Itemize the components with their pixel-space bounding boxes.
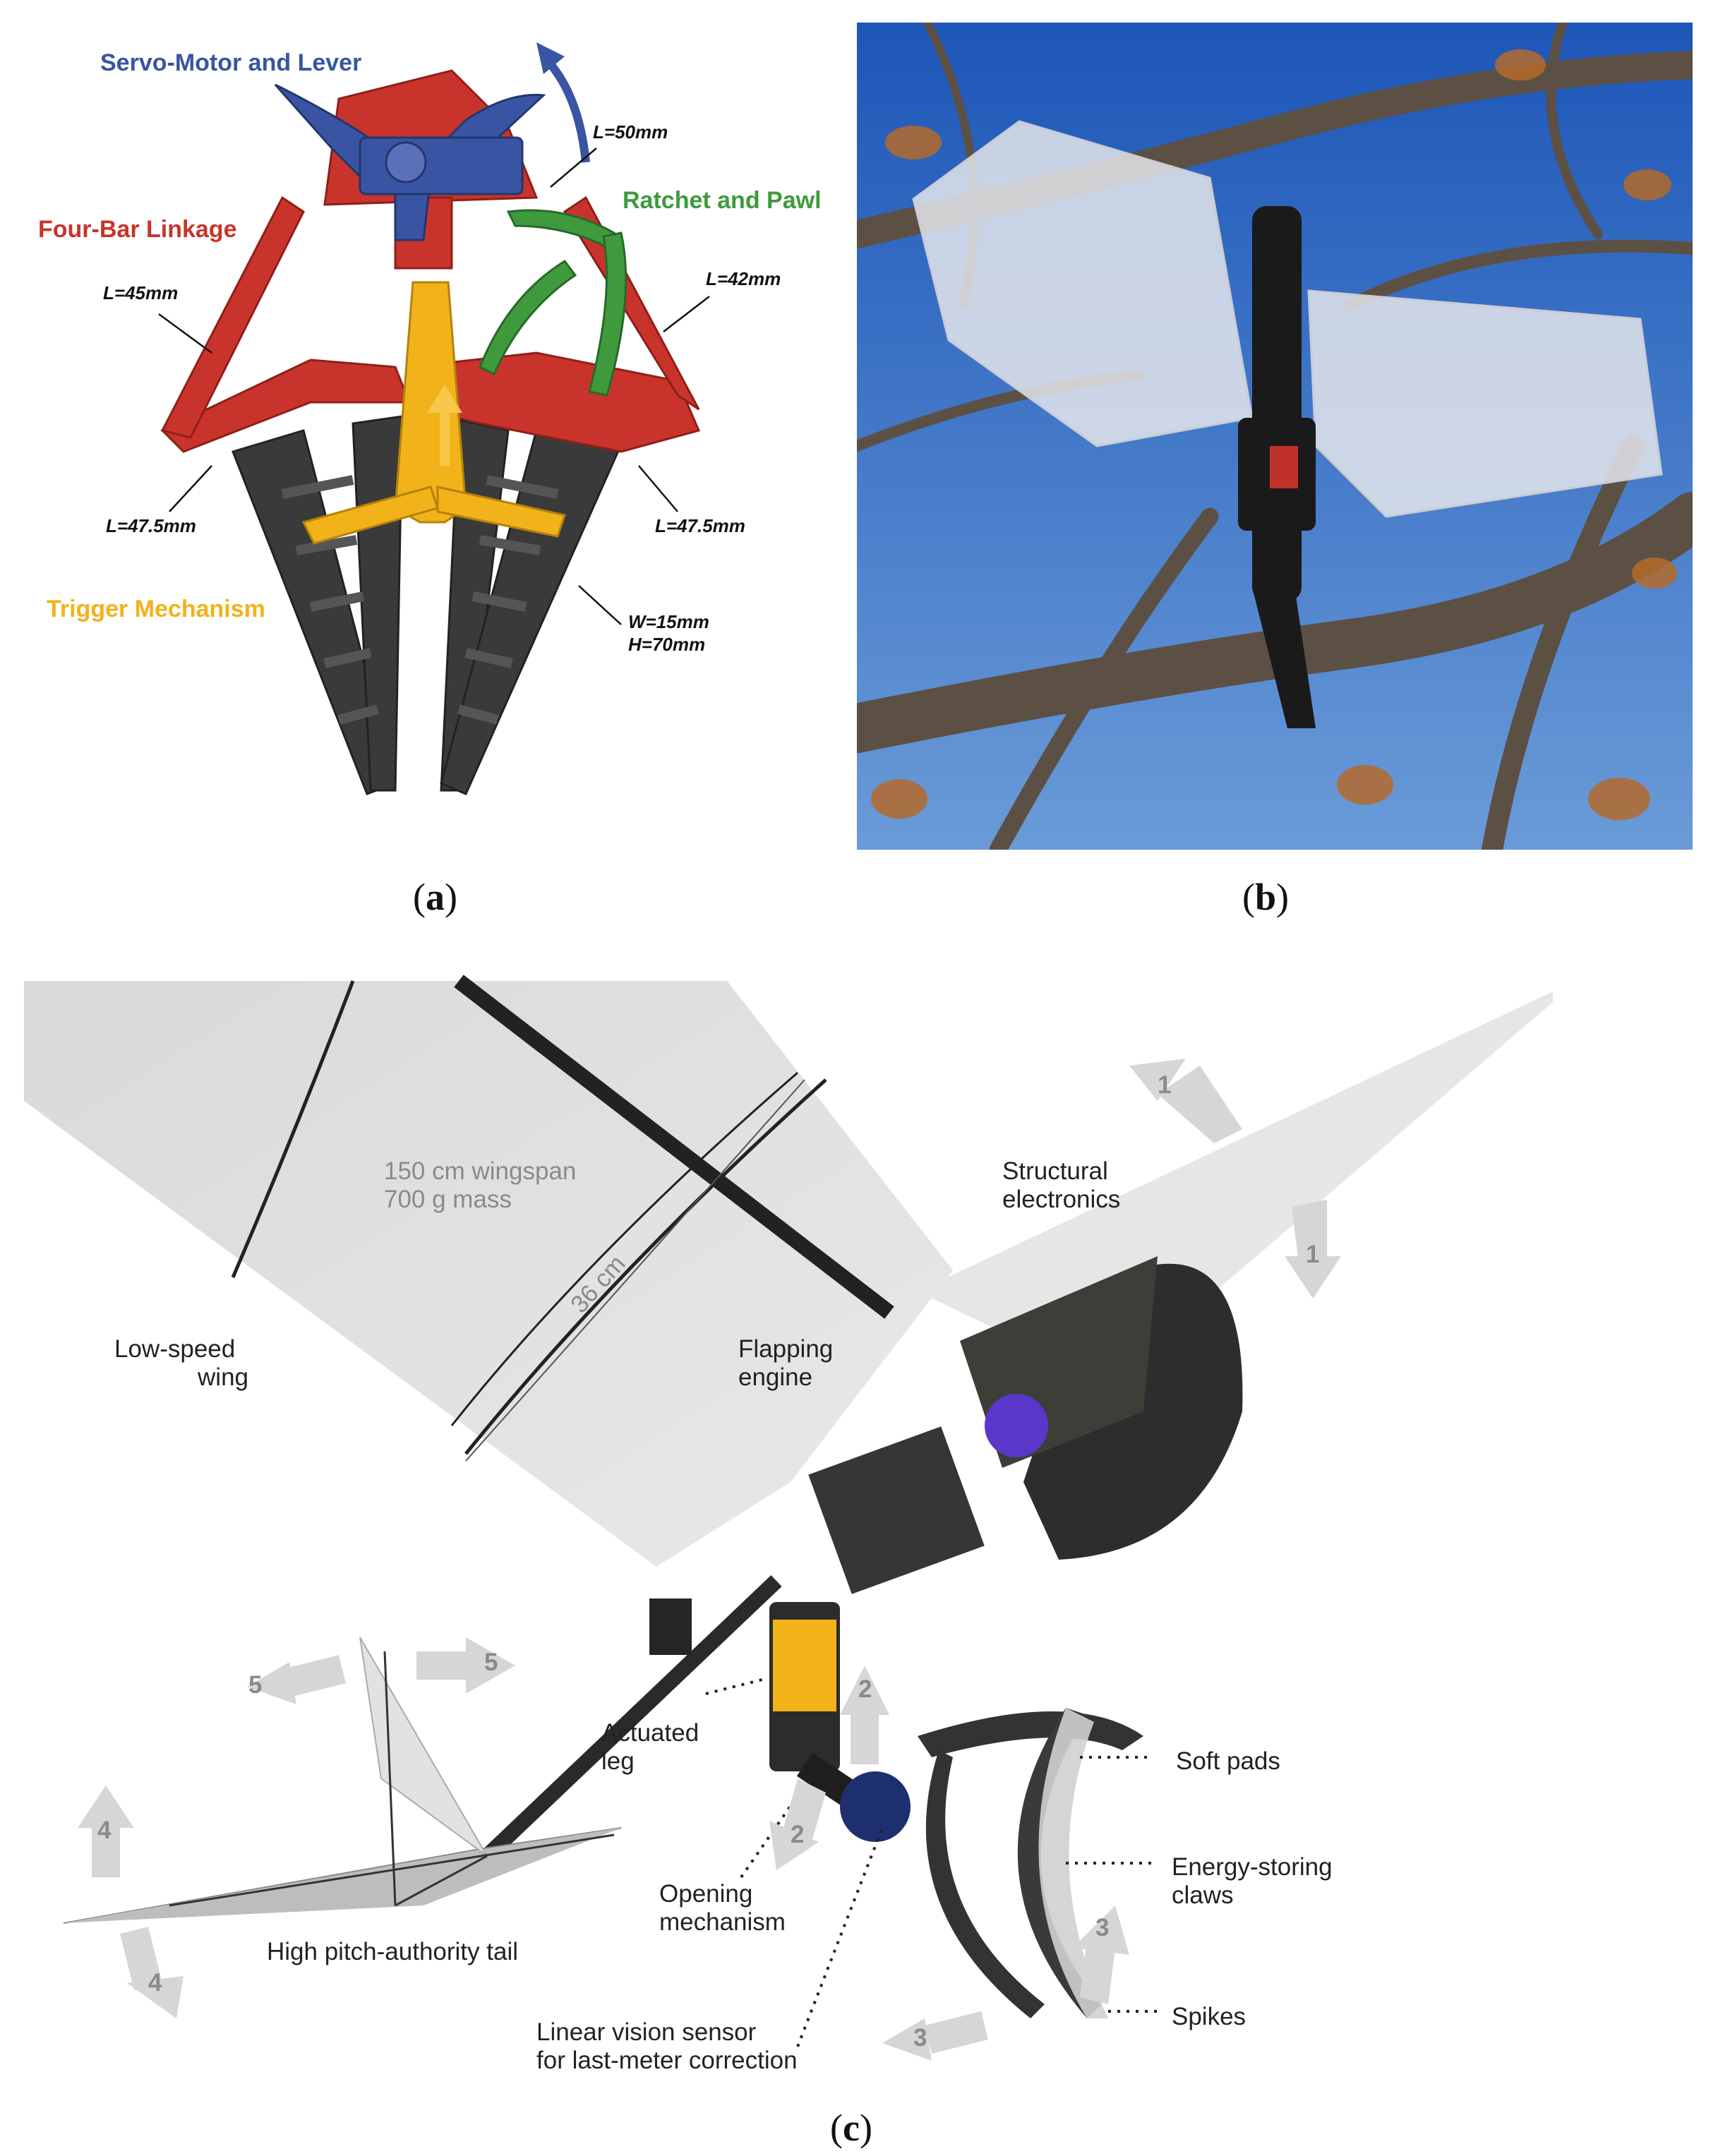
label-energy-storing-claws-1: Energy-storing [1172,1853,1333,1881]
arrow-num-5a: 5 [248,1671,263,1699]
label-ratchet-pawl: Ratchet and Pawl [623,187,822,214]
arrow-num-4a: 4 [97,1817,112,1844]
label-chord: 36 cm [565,1250,631,1319]
label-trigger-mechanism: Trigger Mechanism [47,596,265,622]
photo-robot-on-branch [857,23,1693,850]
arrow-num-3a: 3 [1095,1914,1110,1941]
energy-storing-claws [918,1708,1143,2018]
caption-b: (b) [1242,876,1290,918]
label-structural-electronics-1: Structural [1002,1157,1108,1185]
servo-motor [274,83,546,241]
label-tail: High pitch-authority tail [267,1938,518,1965]
label-low-speed-wing-2: wing [198,1363,248,1391]
label-opening-mechanism-2: mechanism [659,1908,786,1936]
ratchet-and-pawl [479,209,627,397]
chord-dimension-line [465,1079,805,1462]
label-flapping-engine-2: engine [738,1363,813,1391]
label-vision-sensor-1: Linear vision sensor [536,2018,757,2046]
tail-boom [481,1575,782,1862]
dim-l42: L=42mm [706,268,781,289]
panel-a-drawing [158,42,710,795]
arrow-num-3b: 3 [913,2024,927,2052]
dim-w15: W=15mm [628,611,709,632]
arrow-num-1b: 1 [1306,1241,1320,1268]
label-energy-storing-claws-2: claws [1172,1881,1234,1909]
servo-rotation-arrow [540,53,590,163]
dotted-leaders [705,1678,1158,2047]
label-mass: 700 g mass [384,1186,512,1213]
actuated-leg [769,1602,911,1842]
dim-l50: L=50mm [593,121,668,143]
dim-l475-right: L=47.5mm [655,515,745,536]
arrow-num-2a: 2 [858,1675,872,1703]
label-soft-pads: Soft pads [1176,1747,1280,1775]
arrow-num-2b: 2 [791,1821,805,1848]
label-flapping-engine-1: Flapping [738,1335,834,1363]
label-actuated-leg-2: leg [601,1747,635,1775]
label-vision-sensor-2: for last-meter correction [536,2047,798,2074]
label-low-speed-wing-1: Low-speed [114,1335,236,1363]
trigger-arrow-head [427,385,462,413]
finger-rungs [281,475,559,725]
dim-h70: H=70mm [628,634,706,655]
dim-l45: L=45mm [103,282,179,303]
label-actuated-leg-1: Actuated [601,1719,699,1747]
arrow-num-4b: 4 [148,1969,162,1997]
label-servo-motor: Servo-Motor and Lever [100,49,362,76]
label-four-bar-linkage: Four-Bar Linkage [38,216,237,243]
label-structural-electronics-2: electronics [1002,1186,1121,1213]
servo-arrow-head [536,42,565,74]
caption-c: (c) [830,2107,872,2149]
caption-a: (a) [413,876,457,918]
low-speed-wing-left [24,981,953,1567]
dim-l475-left: L=47.5mm [106,515,196,536]
label-opening-mechanism-1: Opening [659,1880,753,1908]
arrow-num-5b: 5 [484,1649,498,1676]
dimension-leaders [158,147,710,625]
high-pitch-authority-tail [63,1827,622,1924]
arrow-num-1a: 1 [1158,1071,1172,1099]
structural-electronics [808,1256,1243,1594]
label-spikes: Spikes [1172,2003,1247,2030]
label-wingspan: 150 cm wingspan [384,1157,577,1185]
